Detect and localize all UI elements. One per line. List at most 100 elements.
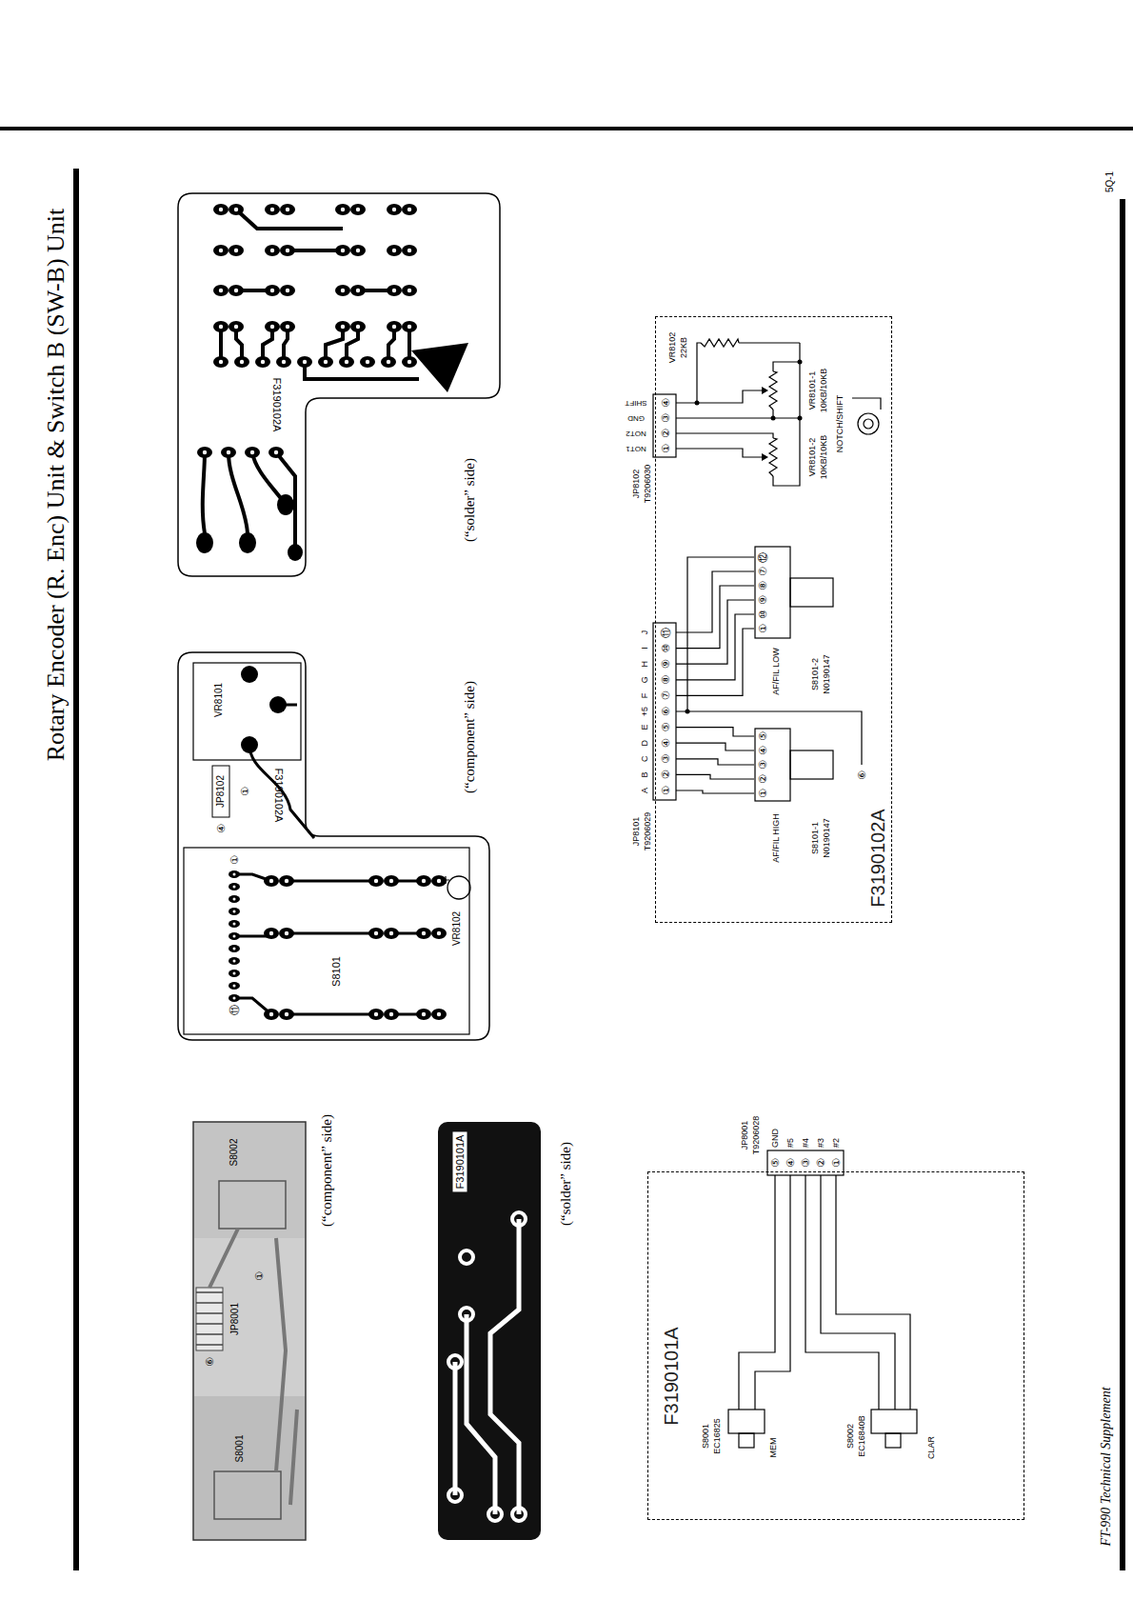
pcb-pads	[263, 874, 279, 887]
pcb-solder-side	[437, 1121, 541, 1540]
schematic-wiring	[835, 1174, 911, 1410]
unit-name: F3190102A	[868, 808, 888, 907]
pcb-pads	[431, 874, 447, 887]
pcb-pads	[338, 356, 355, 368]
pcb-pads	[368, 874, 384, 887]
page-number: 5Q-1	[1105, 171, 1115, 193]
signal-name: +5	[640, 706, 650, 716]
pcb-pads	[228, 993, 240, 1002]
schematic-wiring	[675, 774, 755, 779]
function-label: AF/FIL HIGH	[772, 813, 781, 863]
pcb-component-side	[447, 875, 471, 899]
pcb-component-side	[193, 1121, 306, 1540]
view-caption: (“solder” side)	[558, 1141, 574, 1226]
pcb-solder-side	[202, 209, 419, 553]
pcb-pads	[213, 356, 229, 368]
pcb-pads	[401, 320, 418, 333]
pcb-pads	[228, 969, 240, 977]
pcb-pads	[350, 320, 366, 333]
pcb-component-side	[286, 932, 377, 935]
page-rules	[73, 168, 80, 1571]
view-caption: (“component” side)	[319, 1113, 335, 1227]
pcb-pads	[401, 284, 418, 297]
pcb-pads	[228, 203, 244, 216]
schematic-wiring	[755, 1174, 791, 1410]
pcb-solder-side	[437, 1121, 541, 1540]
pcb-pads	[335, 203, 351, 216]
pcb-pads	[196, 532, 214, 554]
pin-number: ④	[660, 397, 672, 408]
pin-number: ③	[660, 413, 672, 423]
pcb-component-side	[183, 847, 470, 1034]
signal-name: NOT1	[625, 444, 646, 453]
pcb-pads	[197, 446, 213, 458]
pin-number: ②	[815, 1157, 827, 1168]
signal-name: GND	[771, 1128, 780, 1148]
pcb-component-side	[178, 652, 490, 1040]
pcb-pads	[240, 735, 259, 754]
schematic-wiring	[820, 1174, 895, 1410]
pcb-component-side	[194, 1122, 305, 1238]
pcb-component-side	[214, 1470, 281, 1519]
pin-number: ⑤	[660, 722, 672, 733]
pin-number: ②	[757, 774, 769, 784]
pin-number: ⑩	[757, 609, 769, 619]
schematic-wiring	[805, 1174, 879, 1410]
silkscreen-label: VR8102	[452, 911, 462, 946]
pcb-pads	[383, 927, 399, 939]
pcb-pads	[228, 870, 240, 878]
silkscreen-label: JP8102	[216, 775, 226, 808]
pin-number: ③	[660, 754, 672, 764]
junction-dot	[695, 400, 700, 406]
pcb-solder-side	[178, 193, 500, 577]
pin-number: ④	[757, 745, 769, 756]
schematic-wiring	[675, 790, 755, 794]
pin-number: ⑧	[757, 580, 769, 591]
schematic-wiring	[769, 371, 777, 410]
part-ref: S8001	[701, 1423, 711, 1449]
pcb-pads	[228, 907, 240, 915]
pcb-component-side	[286, 879, 377, 883]
pcb-solder-side	[411, 342, 469, 393]
schematic-wiring	[728, 1150, 917, 1448]
part-number: EC16840B	[857, 1414, 867, 1457]
pcb-pads	[264, 203, 280, 216]
pcb-pads	[386, 203, 402, 216]
pcb-pads	[228, 244, 244, 257]
pcb-pads	[213, 320, 229, 333]
function-label: AF/FIL LOW	[772, 647, 781, 696]
pin-number: ②	[660, 769, 672, 779]
pin-number: ⑥	[856, 770, 868, 780]
pcb-pads	[234, 356, 250, 368]
schematic-wiring	[687, 556, 755, 712]
pcb-pads	[350, 203, 366, 216]
pcb-pads	[401, 356, 418, 368]
signal-name: NOT2	[625, 429, 646, 438]
pcb-pads	[279, 203, 296, 216]
pcb-pads	[368, 927, 384, 939]
pcb-pads	[416, 874, 432, 887]
pcb-pads	[213, 203, 229, 216]
silkscreen-label: JP8001	[230, 1302, 240, 1335]
pcb-pads	[386, 244, 402, 257]
junction-dot	[797, 359, 803, 365]
signal-name: SHIFT	[624, 398, 647, 407]
pcb-solder-side	[512, 1507, 526, 1521]
pin-number: ①	[660, 785, 672, 796]
pcb-component-side	[178, 652, 490, 1040]
pcb-pads	[431, 1008, 447, 1020]
page-rules	[1119, 198, 1126, 1571]
schematic-wiring	[852, 397, 881, 410]
pin-number: ④	[216, 823, 227, 834]
schematic-wiring	[773, 342, 800, 486]
signal-name: #3	[816, 1137, 826, 1148]
signal-name: F	[640, 693, 650, 699]
pin-number: ①	[254, 1271, 265, 1281]
signal-name: GND	[627, 414, 645, 422]
pcb-pads	[318, 356, 334, 368]
pin-number: ③	[800, 1157, 812, 1168]
pin-number: ④	[660, 737, 672, 748]
pcb-pads	[228, 981, 240, 990]
pcb-component-side	[234, 704, 424, 1014]
junction-dot	[797, 416, 803, 421]
